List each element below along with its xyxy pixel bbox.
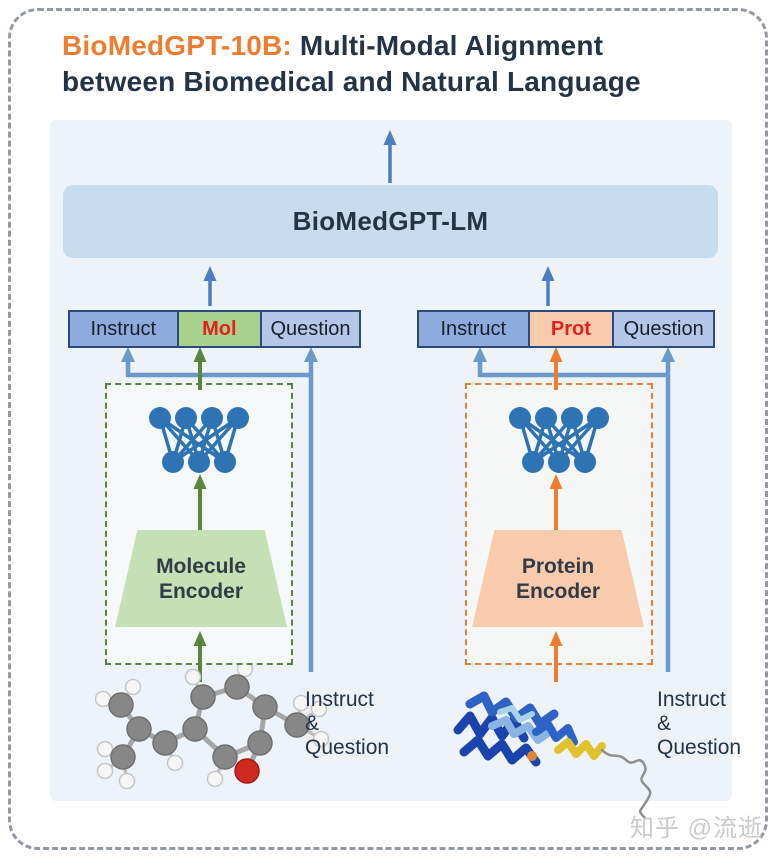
token-prot: Prot [527, 312, 613, 346]
token-instruct-right: Instruct [419, 312, 528, 346]
protein-input-label: Instruct & Question [657, 688, 742, 759]
neural-network-icon [149, 407, 249, 473]
token-question-left: Question [260, 312, 359, 346]
token-mol: Mol [176, 312, 261, 346]
token-instruct-left: Instruct [70, 312, 177, 346]
molecule-encoder-label: Molecule Encoder [156, 554, 246, 603]
watermark-text: 知乎 @流逝 [630, 815, 764, 842]
molecule-ball-stick-icon [95, 665, 330, 790]
token-row-molecule: Instruct Mol Question [68, 310, 361, 348]
figure-title: BioMedGPT-10B: Multi-Modal Alignment bet… [62, 28, 682, 100]
lm-box-label: BioMedGPT-LM [292, 206, 489, 236]
molecule-input-label: Instruct & Question [305, 688, 390, 759]
protein-encoder-label: Protein Encoder [515, 554, 601, 603]
title-model-name: BioMedGPT-10B: [62, 30, 292, 61]
token-question-right: Question [612, 312, 713, 346]
neural-network-icon [509, 407, 609, 473]
molecule-encoder-trapezoid: Molecule Encoder [115, 530, 287, 627]
biomedgpt-lm-box: BioMedGPT-LM [63, 185, 718, 258]
token-row-protein: Instruct Prot Question [417, 310, 715, 348]
protein-encoder-trapezoid: Protein Encoder [472, 530, 644, 627]
title-subtitle: Multi-Modal Alignment between Biomedical… [62, 30, 641, 97]
protein-ribbon-icon [453, 691, 652, 820]
